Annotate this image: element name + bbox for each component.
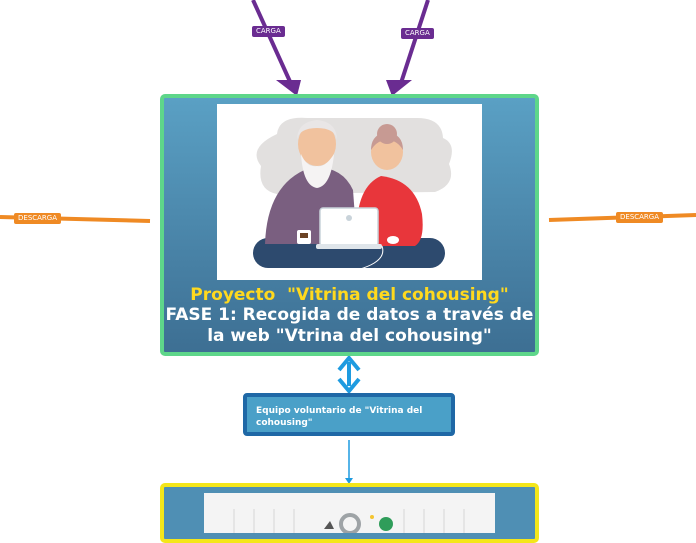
- carga-arrowhead-left: [276, 80, 301, 96]
- carga-line-right: [398, 0, 430, 87]
- volunteer-team-label: Equipo voluntario de "Vitrina del cohous…: [256, 406, 423, 428]
- volunteer-team-node[interactable]: Equipo voluntario de "Vitrina del cohous…: [243, 393, 455, 436]
- next-topic-node[interactable]: [160, 483, 539, 543]
- elderly-couple-laptop-illustration: [217, 104, 482, 280]
- carga-label-right: CARGA: [401, 28, 434, 39]
- link-arrowhead: [345, 478, 353, 484]
- descarga-label-right: DESCARGA: [616, 212, 664, 223]
- phase-title: FASE 1: Recogida de datos a través de la…: [165, 305, 534, 346]
- main-topic-node[interactable]: Proyecto "Vitrina del cohousing" FASE 1:…: [160, 94, 539, 356]
- carga-arrowhead-right: [386, 80, 412, 96]
- carga-label-left: CARGA: [252, 26, 285, 37]
- descarga-label-left: DESCARGA: [14, 213, 62, 224]
- carga-line-left: [251, 0, 294, 87]
- bidirectional-link-icon: [337, 354, 361, 395]
- next-topic-illustration: [204, 493, 495, 535]
- project-title: Proyecto "Vitrina del cohousing": [190, 285, 509, 305]
